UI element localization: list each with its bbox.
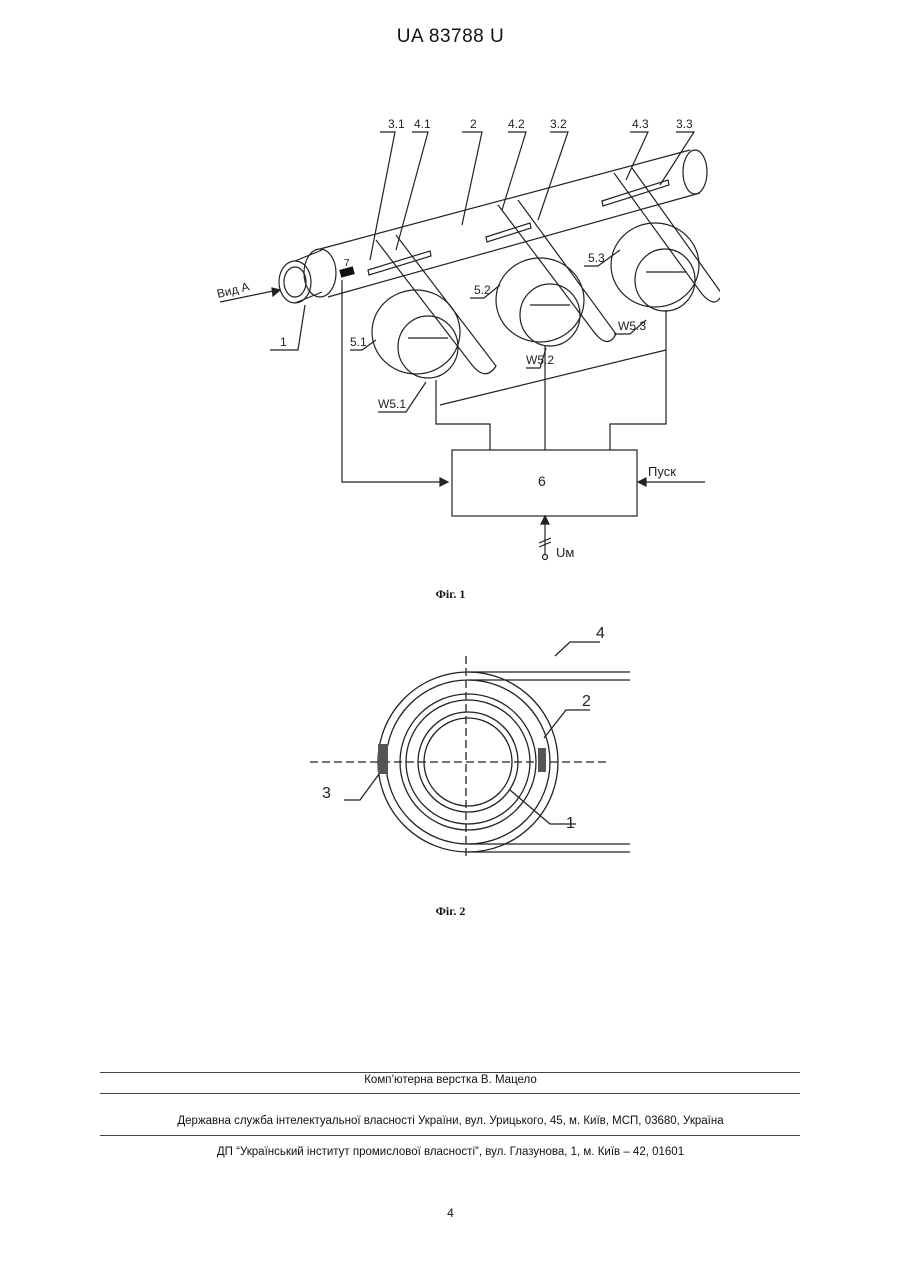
coil-5-1-inner bbox=[398, 316, 458, 378]
label-w5-3: W5.3 bbox=[618, 319, 646, 333]
cylinder-end bbox=[304, 249, 336, 297]
label-pusk: Пуск bbox=[648, 464, 676, 479]
figure-1-caption: Фіг. 1 bbox=[0, 587, 901, 602]
label-4: 4 bbox=[596, 625, 605, 642]
label-2: 2 bbox=[582, 693, 591, 710]
coil-5-2-inner bbox=[520, 284, 580, 346]
belt-4-1 bbox=[376, 235, 496, 374]
coil-5-3 bbox=[611, 223, 699, 307]
label-5-1: 5.1 bbox=[350, 335, 367, 349]
layout-credit: Комп’ютерна верстка В. Мацело bbox=[0, 1074, 901, 1086]
page-number: 4 bbox=[0, 1206, 901, 1220]
label-3-2: 3.2 bbox=[550, 117, 567, 131]
label-1: 1 bbox=[566, 815, 575, 832]
label-1: 1 bbox=[280, 335, 287, 349]
slot-2-right bbox=[538, 748, 546, 772]
footer-rule bbox=[100, 1135, 800, 1136]
sensor-7-line bbox=[342, 280, 448, 482]
label-5-3: 5.3 bbox=[588, 251, 605, 265]
institute-address: ДП “Український інститут промислової вла… bbox=[0, 1146, 901, 1158]
figure-2-drawing: 4 2 3 1 bbox=[300, 620, 630, 860]
label-3-1: 3.1 bbox=[388, 117, 405, 131]
label-vid-a: Вид А bbox=[215, 279, 250, 301]
coil-5-3-inner bbox=[635, 249, 695, 311]
figure-1-drawing: 3.1 4.1 2 4.2 3.2 4.3 3.3 5.3 5.2 5.1 W5… bbox=[200, 110, 720, 580]
label-7: 7 bbox=[344, 258, 350, 269]
slot-3-left bbox=[378, 744, 388, 774]
label-w5-1: W5.1 bbox=[378, 397, 406, 411]
label-4-2: 4.2 bbox=[508, 117, 525, 131]
footer-rule bbox=[100, 1072, 800, 1073]
label-3: 3 bbox=[322, 785, 331, 802]
block-6-label: 6 bbox=[538, 473, 546, 489]
label-2: 2 bbox=[470, 117, 477, 131]
label-w5-2: W5.2 bbox=[526, 353, 554, 367]
figure-2-caption: Фіг. 2 bbox=[0, 904, 901, 919]
footer-rule bbox=[100, 1093, 800, 1094]
label-5-2: 5.2 bbox=[474, 283, 491, 297]
cylinder-far-end bbox=[683, 150, 707, 194]
coil-5-2 bbox=[496, 258, 584, 342]
label-um: Uм bbox=[556, 545, 574, 560]
wire-w5-1 bbox=[436, 380, 490, 450]
label-4-1: 4.1 bbox=[414, 117, 431, 131]
pipe-inner-ellipse bbox=[284, 267, 306, 297]
agency-address: Державна служба інтелектуальної власност… bbox=[0, 1115, 901, 1127]
label-3-3: 3.3 bbox=[676, 117, 693, 131]
label-4-3: 4.3 bbox=[632, 117, 649, 131]
patent-number-header: UA 83788 U bbox=[0, 26, 901, 48]
belt-4-3 bbox=[614, 168, 720, 302]
